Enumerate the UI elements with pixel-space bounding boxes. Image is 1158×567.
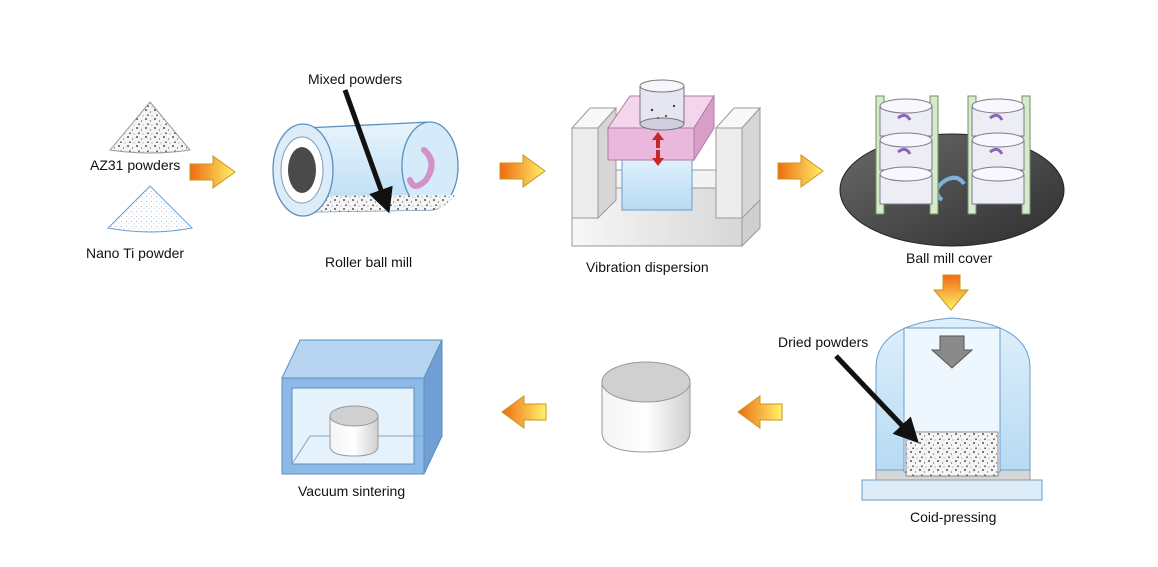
flow-arrow-3 xyxy=(777,154,824,188)
cold-pressing-label: Coid-pressing xyxy=(910,509,996,525)
press-arrow-icon xyxy=(930,335,974,369)
dried-powders-pointer-arrow xyxy=(834,354,919,444)
roller-ball-mill-label: Roller ball mill xyxy=(325,254,412,270)
rotation-arrow-icon xyxy=(407,147,435,189)
vibration-dispersion-label: Vibration dispersion xyxy=(586,259,709,275)
flow-arrow-6 xyxy=(501,395,547,429)
az31-powders-label: AZ31 powders xyxy=(90,157,180,173)
vacuum-sintering-label: Vacuum sintering xyxy=(298,483,405,499)
dried-powders-label: Dried powders xyxy=(778,334,868,350)
ball-mill-cover-label: Ball mill cover xyxy=(906,250,993,266)
flow-arrow-4 xyxy=(932,274,970,311)
pressed-compact-cylinder xyxy=(601,361,691,453)
nano-ti-powder-label: Nano Ti powder xyxy=(86,245,184,261)
nano-ti-powder-cone xyxy=(106,185,194,233)
mixed-powders-pointer-arrow xyxy=(342,89,393,214)
mixed-powders-label: Mixed powders xyxy=(308,71,402,87)
ball-mill-cover-platform xyxy=(839,95,1065,247)
dried-powder-fill xyxy=(905,431,999,477)
az31-powder-cone xyxy=(109,101,191,154)
flow-arrow-5 xyxy=(737,395,783,429)
roller-ball-mill-drum xyxy=(272,121,459,217)
cold-pressing-die xyxy=(861,317,1043,501)
vibration-arrow-icon xyxy=(652,150,664,166)
flow-arrow-2 xyxy=(499,154,546,188)
vibration-dispersion-device xyxy=(570,79,762,248)
flow-arrow-1 xyxy=(189,155,236,189)
vacuum-sintering-furnace xyxy=(281,339,443,475)
